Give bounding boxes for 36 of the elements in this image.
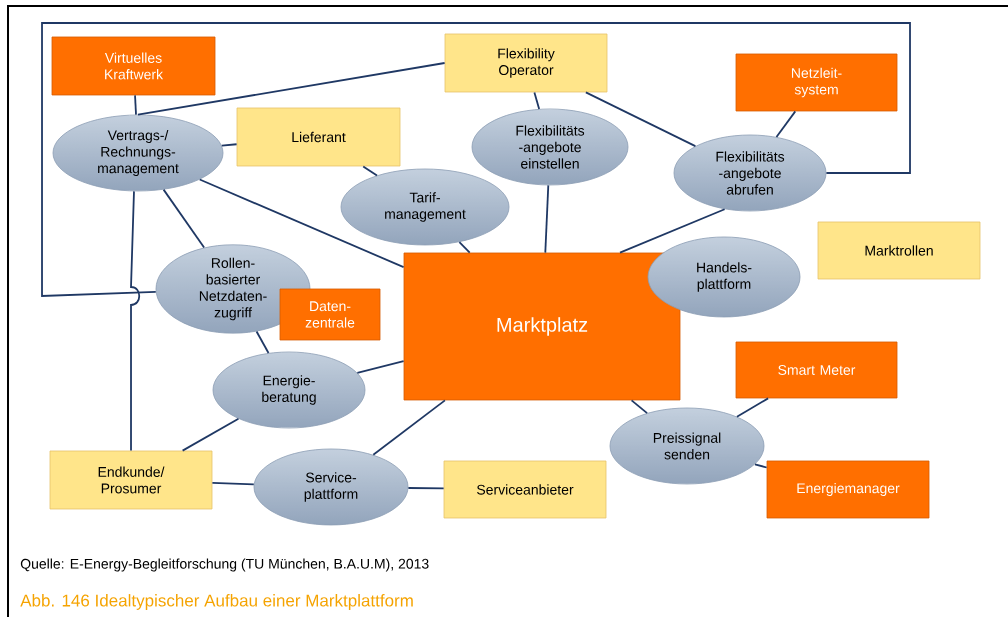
- connector: [130, 190, 141, 452]
- marketplace-box: Marktplatz: [403, 252, 681, 401]
- role-box: Serviceanbieter: [443, 460, 607, 519]
- connector: [585, 91, 697, 148]
- connector: [736, 397, 770, 418]
- connector: [458, 241, 471, 254]
- role-box: Lieferant: [236, 107, 401, 167]
- connector: [137, 62, 446, 116]
- system-box: Energiemanager: [766, 460, 930, 519]
- connector: [754, 463, 768, 469]
- connector: [544, 184, 550, 254]
- role-box: Marktrollen: [817, 221, 981, 280]
- connector: [255, 330, 270, 354]
- connector: [181, 417, 240, 452]
- source-note: Quelle: E-Energy-Begleitforschung (TU München, B.A.U.M), 2013: [20, 558, 429, 572]
- connector: [619, 208, 726, 254]
- connector: [372, 399, 446, 456]
- connector: [220, 143, 238, 147]
- connector: [407, 487, 445, 490]
- connector: [533, 91, 541, 110]
- connector: [356, 360, 405, 374]
- system-box: Smart Meter: [735, 341, 898, 399]
- connector: [198, 178, 405, 269]
- connector: [362, 165, 378, 177]
- connector: [134, 94, 137, 116]
- connector: [775, 110, 797, 138]
- connector: [211, 481, 255, 486]
- role-box: Flexibility Operator: [444, 33, 608, 93]
- role-box: Endkunde/ Prosumer: [49, 450, 213, 510]
- connector: [630, 399, 648, 414]
- system-box: Daten- zentrale: [279, 288, 381, 341]
- figure-caption: Abb. 146 Idealtypischer Aufbau einer Marktplattform: [20, 594, 413, 610]
- system-box: Virtuelles Kraftwerk: [51, 36, 216, 96]
- connector: [162, 188, 205, 249]
- connector: [41, 22, 911, 297]
- system-box: Netzleit- system: [735, 53, 898, 112]
